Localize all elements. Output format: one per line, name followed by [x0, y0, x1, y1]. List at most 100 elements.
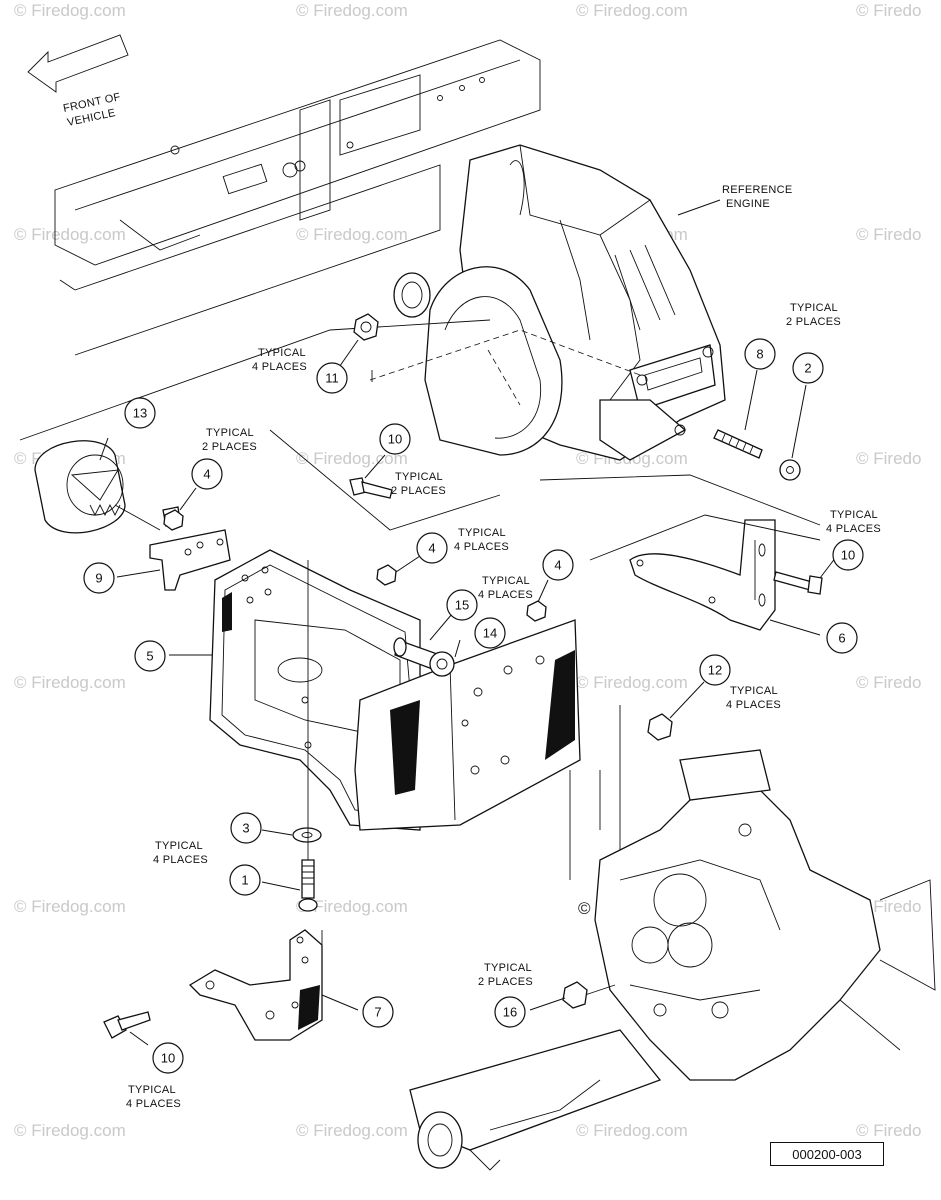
watermark: © Firedog.com [296, 1, 408, 20]
svg-text:1: 1 [241, 873, 248, 888]
callout-14[interactable]: 14 [474, 617, 506, 649]
svg-text:4 PLACES: 4 PLACES [126, 1098, 181, 1110]
svg-text:TYPICAL: TYPICAL [128, 1084, 176, 1096]
note-typical-4-places: TYPICAL 4 PLACES [126, 1084, 181, 1110]
note-typical-4-places: TYPICAL 4 PLACES [826, 509, 881, 535]
note-typical-4-places: TYPICAL 4 PLACES [478, 575, 533, 601]
vehicle-frame [27, 34, 541, 356]
watermark: © Firedog.com [296, 1121, 408, 1140]
part-11-nut [353, 313, 379, 341]
callout-9[interactable]: 9 [83, 562, 115, 594]
svg-text:TYPICAL: TYPICAL [206, 427, 254, 439]
svg-text:4 PLACES: 4 PLACES [478, 589, 533, 601]
svg-text:4 PLACES: 4 PLACES [454, 541, 509, 553]
callout-10[interactable]: 10 [832, 539, 864, 571]
svg-text:TYPICAL: TYPICAL [395, 471, 443, 483]
svg-text:15: 15 [455, 598, 469, 613]
note-typical-4-places: TYPICAL 4 PLACES [252, 347, 307, 373]
callout-6[interactable]: 6 [826, 622, 858, 654]
callout-2[interactable]: 2 [792, 352, 824, 384]
callout-3[interactable]: 3 [230, 812, 262, 844]
watermark: © Firedog.com [14, 897, 126, 916]
watermark: © Firedog.com [14, 1121, 126, 1140]
svg-text:8: 8 [756, 347, 763, 362]
callout-11[interactable]: 11 [316, 362, 348, 394]
svg-text:11: 11 [325, 371, 339, 386]
callout-10[interactable]: 10 [152, 1042, 184, 1074]
note-reference-engine: REFERENCE [722, 184, 793, 196]
svg-text:5: 5 [146, 649, 153, 664]
svg-text:TYPICAL: TYPICAL [482, 575, 530, 587]
part-3-washer [292, 827, 322, 843]
part-2-washer [779, 459, 801, 481]
callout-13[interactable]: 13 [124, 397, 156, 429]
svg-text:4 PLACES: 4 PLACES [252, 361, 307, 373]
note-typical-4-places: TYPICAL 4 PLACES [454, 527, 509, 553]
callout-1[interactable]: 1 [229, 864, 261, 896]
part-12-nut [647, 713, 673, 741]
drawing-number: 000200-003 [770, 1142, 884, 1166]
callout-5[interactable]: 5 [134, 640, 166, 672]
watermark: © Firedog.com [14, 1, 126, 20]
watermark: © Firedo [856, 449, 921, 468]
callout-4[interactable]: 4 [542, 549, 574, 581]
note-typical-2-places: TYPICAL 2 PLACES [202, 427, 257, 453]
svg-text:TYPICAL: TYPICAL [484, 962, 532, 974]
front-arrow-icon [27, 34, 129, 93]
watermark: © Firedog.com [576, 1121, 688, 1140]
part-1-bolt [298, 859, 318, 912]
callout-7[interactable]: 7 [362, 996, 394, 1028]
note-typical-2-places: TYPICAL 2 PLACES [478, 962, 533, 988]
part-7-bracket [188, 929, 323, 1041]
callout-15[interactable]: 15 [446, 589, 478, 621]
callout-12[interactable]: 12 [699, 654, 731, 686]
callout-4[interactable]: 4 [191, 458, 223, 490]
watermark: © Firedo [856, 1, 921, 20]
part-8-stud [713, 429, 763, 459]
part-4-nut [376, 564, 397, 586]
svg-text:7: 7 [374, 1005, 381, 1020]
svg-text:10: 10 [388, 432, 402, 447]
svg-text:2: 2 [804, 361, 811, 376]
callout-16[interactable]: 16 [494, 996, 526, 1028]
svg-text:4 PLACES: 4 PLACES [826, 523, 881, 535]
svg-text:TYPICAL: TYPICAL [790, 302, 838, 314]
callout-4[interactable]: 4 [416, 532, 448, 564]
part-4-nut [163, 509, 184, 531]
svg-text:TYPICAL: TYPICAL [258, 347, 306, 359]
transaxle [409, 749, 936, 1171]
svg-text:12: 12 [708, 663, 722, 678]
svg-text:2 PLACES: 2 PLACES [786, 316, 841, 328]
watermark: © Firedog.com [576, 673, 688, 692]
svg-text:4 PLACES: 4 PLACES [726, 699, 781, 711]
part-13-bumper [34, 440, 161, 534]
svg-text:10: 10 [841, 548, 855, 563]
watermark: © Firedo [856, 1121, 921, 1140]
svg-text:16: 16 [503, 1005, 517, 1020]
watermark: © Firedog.com [14, 225, 126, 244]
part-10-bolt [103, 1011, 151, 1039]
watermark: © Firedog.com [296, 225, 408, 244]
watermark: © Firedog.com [296, 897, 408, 916]
callout-10[interactable]: 10 [379, 423, 411, 455]
callout-8[interactable]: 8 [744, 338, 776, 370]
svg-text:TYPICAL: TYPICAL [730, 685, 778, 697]
part-16-nut [562, 981, 588, 1009]
watermark: © Firedog.com [296, 449, 408, 468]
svg-text:TYPICAL: TYPICAL [830, 509, 878, 521]
part-14-spacer [429, 651, 455, 677]
watermark: © Firedog.com [576, 1, 688, 20]
note-typical-4-places: TYPICAL 4 PLACES [153, 840, 208, 866]
watermark: © Firedo [856, 673, 921, 692]
part-10-bolt [349, 477, 393, 499]
part-10-bolt [773, 571, 823, 595]
svg-text:6: 6 [838, 631, 845, 646]
note-typical-2-places: TYPICAL 2 PLACES [391, 471, 446, 497]
svg-text:14: 14 [483, 626, 497, 641]
svg-text:13: 13 [133, 406, 147, 421]
svg-text:2 PLACES: 2 PLACES [391, 485, 446, 497]
note-typical-4-places: TYPICAL 4 PLACES [726, 685, 781, 711]
part-4-nut [526, 600, 547, 622]
watermark: © Firedo [856, 225, 921, 244]
